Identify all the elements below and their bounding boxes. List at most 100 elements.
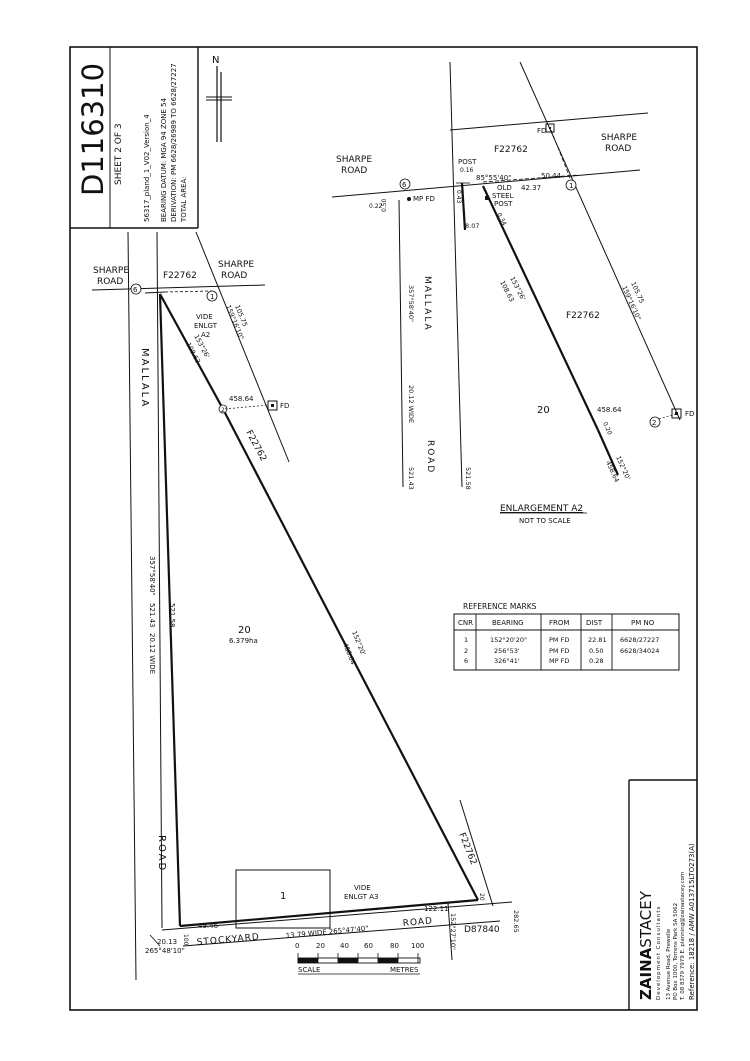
total-area: TOTAL AREA: — [180, 176, 188, 223]
enl-sharpe-road-left-2: ROAD — [341, 166, 367, 176]
enl-dim-0-34: 0.34 — [495, 212, 507, 227]
enl-mallala-label: MALLALA — [422, 276, 432, 332]
enl-fd-bottom: FD — [685, 410, 694, 418]
surveyor-name-light: STACEY — [637, 890, 655, 947]
surveyor-reference: Reference: 18218 / AMW A013715LTO273(A) — [688, 843, 696, 1000]
enl-corner-1: 1 — [569, 182, 573, 190]
scale-tick-100: 100 — [411, 942, 424, 950]
dim-265-47-40: 265°47'40" — [328, 925, 368, 936]
ref-r3-from: MP FD — [549, 657, 569, 665]
enl-dim-20-12-wide: 20.12 WIDE — [407, 385, 415, 423]
ref-r3-dist: 0.28 — [589, 657, 603, 665]
enl-dim-521-43: 521.43 — [407, 467, 415, 490]
enl-dim-0-43: 0.43 — [455, 190, 462, 204]
dim-357-58-40: 357°58'40" — [148, 556, 156, 596]
enl-sharpe-road-right: SHARPE — [601, 133, 637, 143]
dim-282-65: 282.65 — [512, 910, 520, 933]
surveyor-contact: T. 08 8379 7979 E. planning@zainastacey.… — [680, 872, 686, 1001]
ref-r1-dist: 22.81 — [588, 636, 607, 644]
north-label: N — [212, 55, 219, 66]
enl-mp-fd: MP FD — [413, 195, 435, 203]
surveyor-address2: PO Box 1000, Torrens Park SA 5062 — [673, 903, 679, 1000]
enl-dim-8-07: 8.07 — [465, 222, 479, 230]
ref-r3-bearing: 326°41' — [494, 657, 520, 665]
dim-20-13: 20.13 — [157, 938, 177, 946]
ref-r2-cnr: 2 — [464, 647, 468, 655]
enlargement-title: ENLARGEMENT A2 — [500, 504, 583, 514]
lot-20-area: 6.379ha — [229, 637, 258, 645]
ref-r1-from: PM FD — [549, 636, 569, 644]
enlargement-subtitle: NOT TO SCALE — [519, 517, 571, 525]
dim-521-43: 521.43 — [148, 603, 156, 628]
corner-1: 1 — [210, 293, 214, 301]
stockyard-label: STOCKYARD — [196, 933, 260, 948]
derivation: DERIVATION: PM 6628/26989 TO 6628/27227 — [170, 63, 178, 222]
metres-label: METRES — [390, 966, 419, 974]
enl-dim-357-58-40: 357°58'40" — [407, 285, 415, 322]
sharpe-road-label-left-2: ROAD — [97, 277, 123, 287]
dim-100: 100 — [182, 934, 189, 946]
sharpe-road-label-right: SHARPE — [218, 260, 254, 270]
dim-458-64-b: 458.64 — [341, 642, 357, 666]
sharpe-road-label-right-2: ROAD — [221, 271, 247, 281]
north-arrow: N — [206, 55, 232, 142]
dim-122-11: 122.11 — [424, 905, 449, 913]
enl-parcel-mid: F22762 — [566, 311, 600, 321]
ref-r2-from: PM FD — [549, 647, 569, 655]
enl-dim-85-55-40: 85°55'40" — [476, 174, 511, 182]
enl-post-val: 0.16 — [460, 167, 474, 174]
surveyor-address1: 13 Avenue Road, Prewelle — [666, 928, 672, 1000]
ref-header-pmno: PM NO — [631, 619, 655, 627]
bearing-datum: BEARING DATUM: MGA 94 ZONE 54 — [160, 97, 168, 222]
ref-r3-cnr: 6 — [464, 657, 468, 665]
enl-corner-2: 2 — [652, 419, 656, 427]
enl-dim-50-44: 50.44 — [541, 172, 562, 180]
parcel-d87840: D87840 — [464, 925, 500, 935]
vide-a3-2: ENLGT A3 — [344, 893, 378, 901]
reference-marks: REFERENCE MARKS CNR BEARING FROM DIST PM… — [453, 602, 680, 671]
dim-49-46: 49.46 — [198, 922, 219, 930]
dim-521-58: 521.58 — [168, 603, 176, 628]
surveyor-block: ZAINASTACEY Development Consultants 13 A… — [628, 779, 697, 1010]
dim-458-64: 458.64 — [229, 395, 254, 403]
fd-mark: FD — [280, 402, 289, 410]
dim-20-12-wide: 20.12 WIDE — [148, 633, 156, 674]
enl-dim-0-20: 0.20 — [601, 421, 613, 436]
dim-13-79-wide: 13.79 WIDE — [285, 928, 327, 940]
vide-a2-1: VIDE — [196, 313, 213, 321]
ref-header-dist: DIST — [586, 619, 603, 627]
surveyor-name: ZAINASTACEY — [637, 890, 655, 1000]
ref-r2-dist: 0.50 — [589, 647, 603, 655]
enlargement-a2: SHARPE ROAD SHARPE ROAD F22762 F22762 MA… — [331, 61, 694, 525]
enl-old-steel-post-1: OLD — [497, 184, 512, 192]
enl-dim-0-50: 0.50 — [381, 198, 388, 212]
scale-tick-20: 20 — [316, 942, 325, 950]
lot-20-label: 20 — [238, 625, 251, 636]
enl-sharpe-road-right-2: ROAD — [605, 144, 631, 154]
ref-r2-pmno: 6628/34024 — [620, 647, 659, 655]
vide-a3-1: VIDE — [354, 884, 371, 892]
enl-old-steel-post-3: POST — [494, 200, 513, 208]
enl-post: POST — [458, 158, 477, 166]
ref-title: REFERENCE MARKS — [463, 602, 537, 611]
enl-corner-6: 6 — [402, 181, 407, 189]
mallala-road-label: ROAD — [156, 835, 167, 872]
ref-header-cnr: CNR — [458, 619, 473, 627]
parcel-f22762-mid: F22762 — [243, 429, 268, 464]
corner-6: 6 — [133, 286, 138, 294]
scale-tick-80: 80 — [390, 942, 399, 950]
ref-header-from: FROM — [549, 619, 569, 627]
enl-fd-top: FD — [537, 127, 546, 135]
plan-number: D116310 — [76, 63, 110, 196]
plan-border — [69, 46, 698, 1011]
dim-20: 20 — [478, 893, 485, 901]
ref-r1-cnr: 1 — [464, 636, 468, 644]
dim-265-48-10: 265°48'10" — [145, 947, 185, 955]
sheet-number: SHEET 2 OF 3 — [114, 123, 124, 185]
ref-r2-bearing: 256°53' — [494, 647, 520, 655]
enl-mallala-road-label: ROAD — [425, 440, 435, 474]
surveyor-tagline: Development Consultants — [656, 906, 662, 1000]
scale-tick-40: 40 — [340, 942, 349, 950]
scale-tick-0: 0 — [295, 942, 299, 950]
